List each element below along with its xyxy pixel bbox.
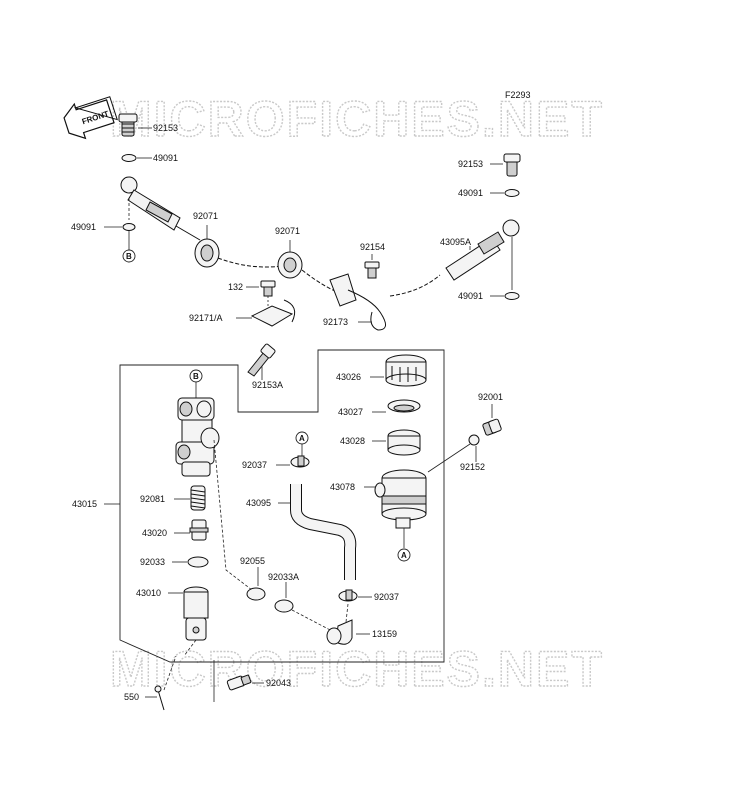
- assembly-outline: [119, 349, 445, 663]
- reservoir-tank-43078: [374, 469, 427, 529]
- diaphragm-plate-43027: [387, 399, 421, 413]
- bolt-92001: [482, 418, 502, 436]
- pn-92033: 92033: [140, 557, 165, 567]
- pn-49091-left-lower: 49091: [71, 222, 96, 232]
- pn-43015: 43015: [72, 499, 97, 509]
- pn-550: 550: [124, 692, 139, 702]
- pn-92055: 92055: [240, 556, 265, 566]
- pn-92153-right: 92153: [458, 159, 483, 169]
- washer-49091-right-lower: [504, 292, 520, 300]
- front-arrow-icon: FRONT: [63, 96, 118, 140]
- small-bolt-132: [260, 280, 276, 297]
- circlip-92033A: [274, 599, 294, 613]
- bolt-92153A: [247, 343, 276, 377]
- pin-92043: [226, 674, 252, 691]
- circlip-92033: [187, 556, 209, 568]
- grommet-92071-mid: [277, 251, 303, 279]
- pn-43078: 43078: [330, 482, 355, 492]
- bolt-92153-left: [118, 113, 138, 137]
- pn-92171A: 92171/A: [189, 313, 223, 323]
- pn-49091-left-upper: 49091: [153, 153, 178, 163]
- collar-92152: [468, 434, 480, 446]
- pn-13159: 13159: [372, 629, 397, 639]
- washer-49091-right-upper: [504, 189, 520, 197]
- ref-a-tank-text: A: [401, 551, 407, 560]
- pn-43020: 43020: [142, 528, 167, 538]
- pn-92173: 92173: [323, 317, 348, 327]
- o-ring-92055: [246, 587, 266, 601]
- ref-marker-a-tank: [397, 548, 411, 562]
- clip-92037-lower: [338, 589, 358, 602]
- pn-49091-right-lower: 49091: [458, 291, 483, 301]
- washer-49091-left-upper: [121, 154, 137, 162]
- piston-43020: [189, 519, 209, 541]
- pn-43095: 43095: [246, 498, 271, 508]
- washer-49091-left-lower: [122, 223, 136, 231]
- pn-92154: 92154: [360, 242, 385, 252]
- pn-49091-right-upper: 49091: [458, 188, 483, 198]
- brake-hose-43095A: [445, 219, 520, 281]
- grommet-92071-left: [194, 238, 220, 268]
- pn-92037-upper: 92037: [242, 460, 267, 470]
- master-cylinder-43015: [175, 397, 220, 477]
- bolt-92154: [364, 261, 380, 279]
- ref-marker-b-top: [122, 249, 136, 263]
- pn-92037-lower: 92037: [374, 592, 399, 602]
- pn-92001: 92001: [478, 392, 503, 402]
- bolt-92153-right: [503, 153, 521, 177]
- pn-43095A: 43095A: [440, 237, 471, 247]
- diaphragm-43028: [387, 429, 421, 456]
- figure-code: F2293: [505, 90, 531, 100]
- elbow-13159: [326, 619, 353, 645]
- pn-43027: 43027: [338, 407, 363, 417]
- pn-132: 132: [228, 282, 243, 292]
- pn-92152: 92152: [460, 462, 485, 472]
- banjo-fitting-left: [120, 176, 201, 241]
- pn-43010: 43010: [136, 588, 161, 598]
- pn-92043: 92043: [266, 678, 291, 688]
- pn-92153A: 92153A: [252, 380, 283, 390]
- push-rod-43010: [183, 586, 209, 641]
- pn-92081: 92081: [140, 494, 165, 504]
- cotter-pin-550: [154, 685, 165, 711]
- clip-92037-upper: [290, 455, 310, 468]
- reservoir-cap-43026: [385, 354, 427, 387]
- pn-43028: 43028: [340, 436, 365, 446]
- pn-92153-left: 92153: [153, 123, 178, 133]
- pn-92071-mid: 92071: [275, 226, 300, 236]
- ref-b-cylinder-text: B: [193, 372, 199, 381]
- pn-43026: 43026: [336, 372, 361, 382]
- ref-a-hose-text: A: [299, 434, 305, 443]
- spring-92081: [190, 485, 206, 511]
- ref-b-top-text: B: [126, 252, 132, 261]
- bracket-92171A: [250, 299, 296, 327]
- pn-92071-left: 92071: [193, 211, 218, 221]
- watermark-top: MICROFICHES.NET: [110, 91, 604, 147]
- hose-clamp-92173: [329, 273, 386, 331]
- pn-92033A: 92033A: [268, 572, 299, 582]
- watermark-bottom: MICROFICHES.NET: [110, 641, 604, 697]
